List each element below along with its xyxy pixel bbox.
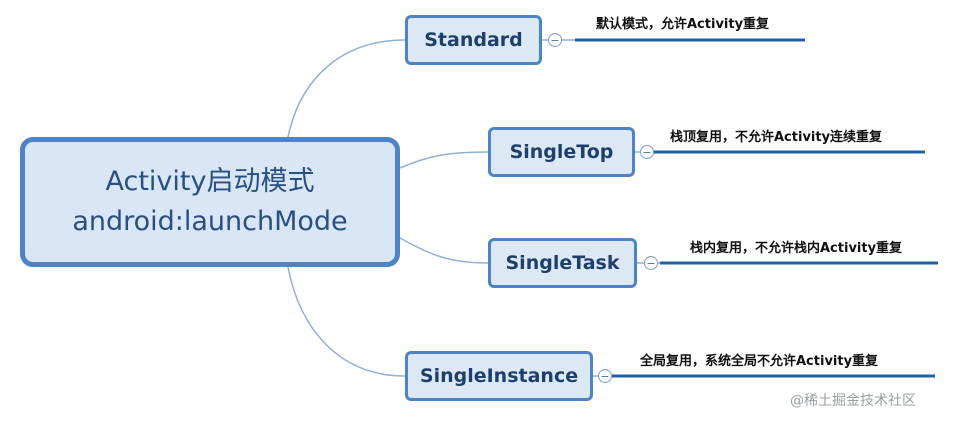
node-label: Standard: [424, 29, 523, 51]
collapse-toggle-singleinstance[interactable]: −: [598, 369, 612, 383]
collapse-toggle-singletask[interactable]: −: [644, 256, 658, 270]
root-subtitle: android:launchMode: [72, 206, 348, 237]
collapse-toggle-singletop[interactable]: −: [640, 145, 654, 159]
note-singletask: 栈内复用，不允许栈内Activity重复: [690, 241, 903, 256]
collapse-toggle-standard[interactable]: −: [548, 33, 562, 47]
connector-root-singletask: [399, 237, 489, 264]
node-singletop[interactable]: SingleTop: [488, 127, 635, 177]
node-singletask[interactable]: SingleTask: [488, 238, 637, 288]
watermark: @稀土掘金技术社区: [790, 393, 916, 409]
root-title: Activity启动模式: [105, 166, 315, 197]
note-standard: 默认模式，允许Activity重复: [596, 17, 770, 32]
note-singleinstance: 全局复用，系统全局不允许Activity重复: [640, 354, 879, 369]
node-label: SingleTask: [505, 252, 620, 274]
connector-root-standard: [287, 39, 406, 138]
minus-icon: −: [550, 33, 560, 47]
node-label: SingleTop: [509, 141, 614, 163]
minus-icon: −: [600, 369, 610, 383]
node-standard[interactable]: Standard: [405, 15, 542, 65]
connector-root-singletop: [399, 151, 489, 169]
node-singleinstance[interactable]: SingleInstance: [405, 351, 593, 401]
minus-icon: −: [646, 256, 656, 270]
minus-icon: −: [642, 145, 652, 159]
node-label: SingleInstance: [419, 365, 579, 387]
connector-root-singleinstance: [287, 266, 406, 377]
root-node[interactable]: Activity启动模式 android:launchMode: [20, 137, 400, 267]
note-singletop: 栈顶复用，不允许Activity连续重复: [670, 130, 883, 145]
